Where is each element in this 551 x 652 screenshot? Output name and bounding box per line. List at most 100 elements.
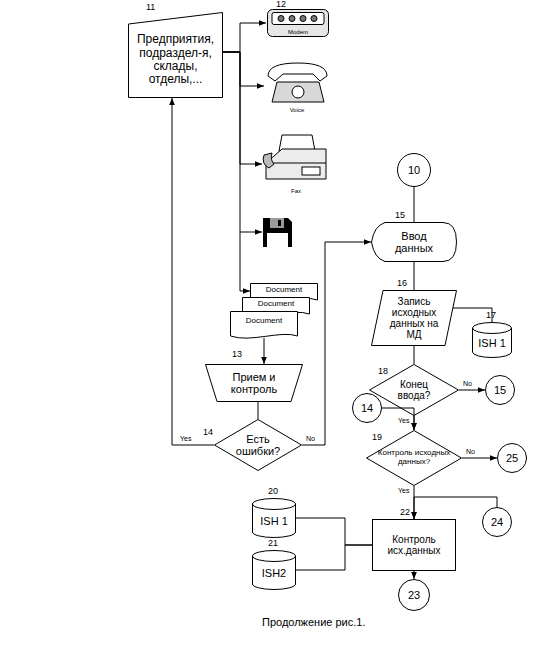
flow-connector: [414, 187, 415, 222]
edge-label: Yes: [398, 417, 409, 424]
flow-connector: [296, 545, 372, 570]
flow-connector: [462, 458, 497, 459]
flow-connector: [223, 23, 266, 52]
edge-label: Yes: [398, 487, 409, 494]
connector-circle: 24: [482, 507, 512, 537]
floppy-leader: [240, 232, 262, 233]
node-text: Запись исходных данных на МД: [389, 296, 439, 341]
node-text: Предприятия, подраздел-я, склады, отделы…: [132, 33, 220, 87]
callout-number: 22: [400, 508, 410, 517]
node-text: ISH2: [262, 567, 286, 579]
connector-circle: 25: [497, 443, 527, 473]
data-parallelogram: Запись исходных данных на МД: [371, 290, 457, 346]
node-text: Прием и контроль: [219, 371, 289, 396]
callout-number: 16: [397, 279, 407, 288]
node-text-area: Контроль исх.данных: [372, 519, 456, 571]
disk-cylinder: ISH 1: [252, 498, 296, 538]
floppy-disk-symbol: [263, 218, 292, 247]
decision-diamond: Есть ошибки?: [214, 419, 302, 471]
manual-input: Предприятия, подраздел-я, склады, отделы…: [128, 12, 223, 98]
flow-connector: [258, 402, 259, 419]
node-text-area: Запись исходных данных на МД: [371, 290, 457, 346]
node-text-area: Предприятия, подраздел-я, склады, отделы…: [128, 12, 223, 98]
edge-label: Yes: [180, 435, 191, 442]
node-text-area: Voice: [264, 58, 330, 114]
node-text-area: Modem: [266, 8, 330, 38]
disk-cylinder: ISH 1: [472, 322, 512, 358]
callout-number: 18: [378, 367, 388, 376]
node-text: Document: [246, 317, 282, 326]
connector-circle: 14: [352, 393, 382, 423]
flow-connector: [414, 346, 415, 364]
node-text-area: 25: [497, 443, 527, 473]
flow-connector: [264, 338, 265, 364]
node-text: 15: [494, 384, 506, 396]
flow-connector: [414, 262, 415, 290]
flow-connector: [414, 571, 415, 579]
node-text-area: Ввод данных: [371, 222, 457, 262]
manual-operation: Прием и контроль: [205, 364, 303, 402]
node-text-area: 15: [485, 375, 515, 405]
callout-number: 14: [203, 428, 213, 437]
node-text: 10: [408, 164, 420, 176]
connector-circle: 23: [398, 579, 430, 611]
node-text-area: 10: [397, 153, 431, 187]
node-text: 24: [491, 516, 503, 528]
voice-icon-outline: [264, 58, 330, 114]
node-text-area: ISH2: [252, 550, 296, 590]
flow-connector: [223, 52, 262, 164]
modem-icon: Modem: [266, 8, 330, 38]
node-text: Modem: [288, 29, 308, 36]
node-text: Document: [266, 286, 302, 295]
node-text-area: 23: [398, 579, 430, 611]
node-text-area: Есть ошибки?: [214, 419, 302, 471]
node-text: Fax: [291, 188, 301, 195]
node-text-area: ISH 1: [472, 322, 512, 358]
node-text: ISH 1: [478, 337, 506, 349]
document-shape: Document: [230, 311, 298, 341]
flow-connector: [172, 98, 214, 445]
callout-number: 21: [268, 539, 278, 548]
callout-number: 15: [395, 211, 405, 220]
node-text: 23: [408, 589, 420, 601]
node-text-area: 24: [482, 507, 512, 537]
fax-icon-outline: [262, 133, 330, 195]
flow-connector: [459, 390, 485, 391]
connector-circle: 10: [397, 153, 431, 187]
connector-circle: 15: [485, 375, 515, 405]
edge-label: No: [306, 435, 315, 442]
process-box: Контроль исх.данных: [372, 519, 456, 571]
input-terminal: Ввод данных: [371, 222, 457, 262]
callout-number: 13: [232, 350, 242, 359]
callout-number: 19: [372, 433, 382, 442]
node-text: Конец ввода?: [389, 379, 439, 401]
node-text: Ввод данных: [389, 230, 439, 255]
node-text: Voice: [290, 107, 305, 114]
node-text: 14: [361, 402, 373, 414]
flow-connector: [223, 52, 264, 86]
node-text-area: 14: [352, 393, 382, 423]
flow-connector: [414, 486, 415, 519]
node-text: Контроль исходных данных?: [377, 449, 451, 467]
callout-number: 17: [486, 311, 496, 320]
node-text-area: Fax: [262, 133, 330, 195]
node-text: 25: [506, 452, 518, 464]
document-shape-outline: [230, 311, 298, 341]
figure-caption: Продолжение рис.1.: [262, 617, 365, 628]
callout-number: 11: [146, 3, 155, 12]
flow-connector: [296, 518, 372, 545]
edge-label: No: [466, 448, 475, 455]
disk-cylinder: ISH2: [252, 550, 296, 590]
node-text: Контроль исх.данных: [384, 534, 444, 556]
node-text: Document: [258, 300, 294, 309]
voice-icon: Voice: [264, 58, 330, 114]
callout-number: 12: [276, 0, 286, 9]
fax-icon: Fax: [262, 133, 330, 195]
flow-connector: [223, 52, 250, 291]
node-text-area: ISH 1: [252, 498, 296, 538]
edge-label: No: [463, 380, 472, 387]
node-text: Есть ошибки?: [232, 433, 284, 458]
node-text: ISH 1: [260, 515, 288, 527]
node-text-area: Document: [230, 311, 298, 341]
